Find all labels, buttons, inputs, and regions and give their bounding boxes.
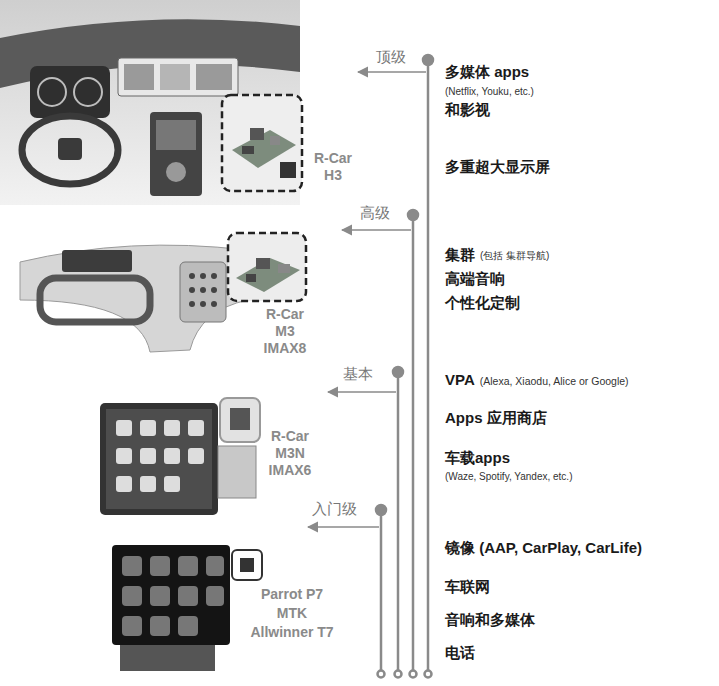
feature-text: 车联网 bbox=[445, 578, 490, 596]
entry-head-unit bbox=[112, 545, 262, 671]
chip-label: R-Car M3N bbox=[267, 428, 313, 462]
feature-note: (Waze, Spotify, Yandex, etc.) bbox=[445, 471, 572, 483]
feature-text: Apps 应用商店 bbox=[445, 409, 547, 427]
feature-note: (包括 集群导航) bbox=[480, 250, 549, 262]
basic-head-unit bbox=[100, 398, 260, 515]
feature-note: (Alexa, Xiaodu, Alice or Google) bbox=[480, 375, 629, 388]
feature-text: VPA bbox=[445, 371, 475, 389]
feature-text: 集群 bbox=[445, 246, 475, 264]
chip-label: R-Car M3 bbox=[262, 306, 308, 340]
feature-text: 电话 bbox=[445, 644, 475, 662]
chip-label: MTK bbox=[242, 605, 342, 622]
high-cockpit bbox=[20, 233, 306, 352]
feature-text: 镜像 (AAP, CarPlay, CarLife) bbox=[445, 539, 642, 557]
chip-label: Allwinner T7 bbox=[242, 624, 342, 641]
feature-note: (Netflix, Youku, etc.) bbox=[445, 86, 534, 98]
feature-text: 和影视 bbox=[445, 101, 490, 119]
feature-text: 车载apps bbox=[445, 449, 510, 467]
tier-label: 顶级 bbox=[376, 48, 406, 66]
chip-label: Parrot P7 bbox=[242, 586, 342, 603]
tier-label: 入门级 bbox=[312, 500, 357, 518]
feature-text: 高端音响 bbox=[445, 270, 505, 288]
chip-label: IMAX8 bbox=[255, 340, 315, 357]
tier-scale bbox=[308, 55, 433, 678]
feature-text: 音响和多媒体 bbox=[445, 611, 535, 629]
feature-text: 个性化定制 bbox=[445, 294, 520, 312]
feature-text: 多媒体 apps bbox=[445, 63, 529, 81]
tier-label: 基本 bbox=[343, 365, 373, 383]
premium-cockpit bbox=[0, 0, 302, 205]
tier-label: 高级 bbox=[360, 204, 390, 222]
feature-text: 多重超大显示屏 bbox=[445, 158, 550, 176]
chip-label: IMAX6 bbox=[260, 462, 320, 479]
chip-label: R-Car H3 bbox=[310, 150, 356, 184]
